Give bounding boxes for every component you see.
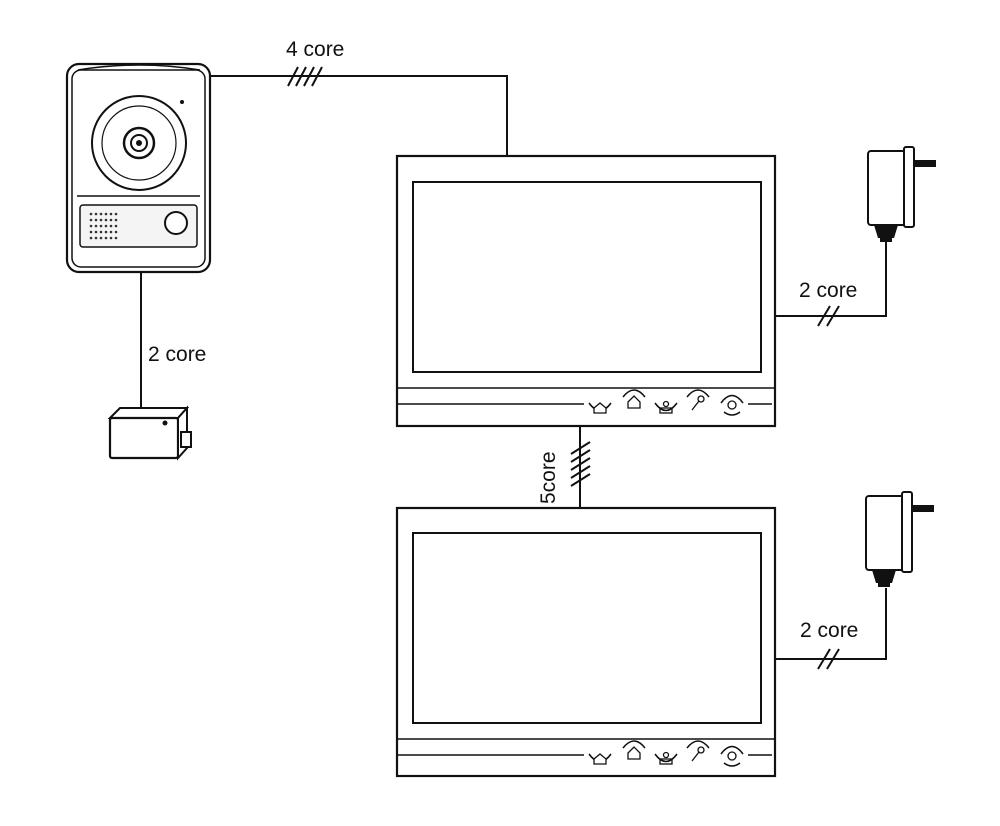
door-icon [622, 389, 646, 409]
home-icon [588, 402, 612, 414]
intercom-icon [654, 400, 678, 414]
intercom-icon [654, 751, 678, 765]
door-camera-unit [65, 62, 212, 274]
label-monitor2-adapter: 2 core [800, 619, 858, 642]
wire-monitor-monitor [570, 426, 591, 508]
wire-monitor1-adapter [775, 240, 887, 327]
electric-lock-icon [107, 405, 192, 461]
door-icon [622, 740, 646, 760]
indoor-monitor-1 [395, 154, 777, 428]
call-button-icon [164, 211, 188, 235]
monitor-1-screen [412, 181, 762, 373]
indoor-monitor-2 [395, 506, 777, 778]
monitor-2-screen [412, 532, 762, 724]
label-monitor-monitor: 5core [537, 451, 560, 504]
monitor-2-buttons [588, 740, 744, 767]
wire-doorbell-monitor [210, 66, 508, 156]
monitor-1-buttons [588, 389, 744, 416]
key-icon [686, 740, 710, 762]
power-adapter-2-icon [865, 491, 934, 587]
home-icon [588, 753, 612, 765]
camera-icon [720, 394, 744, 416]
power-adapter-1-icon [867, 146, 936, 242]
label-monitor1-adapter: 2 core [799, 279, 857, 302]
camera-icon [720, 745, 744, 767]
label-doorbell-lock: 2 core [148, 343, 206, 366]
speaker-grille-icon [89, 212, 118, 240]
wire-monitor2-adapter [775, 588, 887, 670]
key-icon [686, 389, 710, 411]
label-doorbell-monitor: 4 core [286, 38, 344, 61]
